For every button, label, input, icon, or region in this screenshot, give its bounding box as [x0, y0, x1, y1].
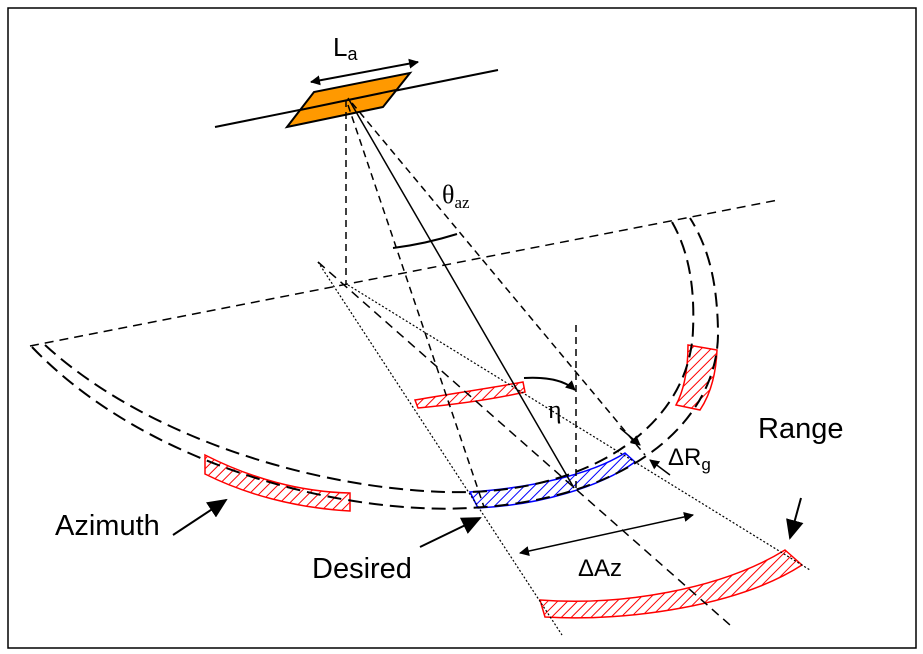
- beam-angle-label: θaz: [442, 180, 470, 212]
- antenna-length-arrow: [310, 58, 419, 86]
- azimuth-pointer-arrow: [172, 498, 228, 536]
- range-pointer-arrow: [786, 497, 804, 540]
- range-res-arrow-2: [649, 459, 671, 476]
- range-arc-inner: [44, 221, 695, 494]
- beam-angle-arc: [392, 233, 458, 249]
- range-label: Range: [758, 413, 843, 445]
- antenna-axis: [299, 89, 397, 111]
- ground-reference-line: [29, 199, 779, 347]
- boresight-line: [347, 97, 575, 489]
- beam-edge-left: [347, 104, 485, 508]
- frame-border: [7, 7, 917, 649]
- squint-angle-arc: [523, 376, 576, 391]
- squint-angle-label: η: [548, 395, 562, 424]
- azimuth-res-arrow: [519, 512, 694, 556]
- range-resolution-label: ΔRg: [668, 444, 711, 474]
- antenna-length-label: La: [333, 32, 358, 64]
- ambiguity-patch-left: [204, 453, 351, 512]
- desired-pointer-arrow: [419, 517, 482, 548]
- desired-label: Desired: [312, 553, 412, 585]
- ground-dashed-line: [317, 261, 731, 626]
- range-arc-outer: [31, 217, 720, 510]
- beam-edge-right: [351, 102, 646, 456]
- dotted-line-right: [347, 284, 811, 571]
- azimuth-resolution-label: ΔAz: [578, 555, 622, 582]
- range-res-arrow-1: [619, 427, 641, 446]
- azimuth-label: Azimuth: [55, 510, 160, 542]
- desired-patch: [468, 452, 637, 509]
